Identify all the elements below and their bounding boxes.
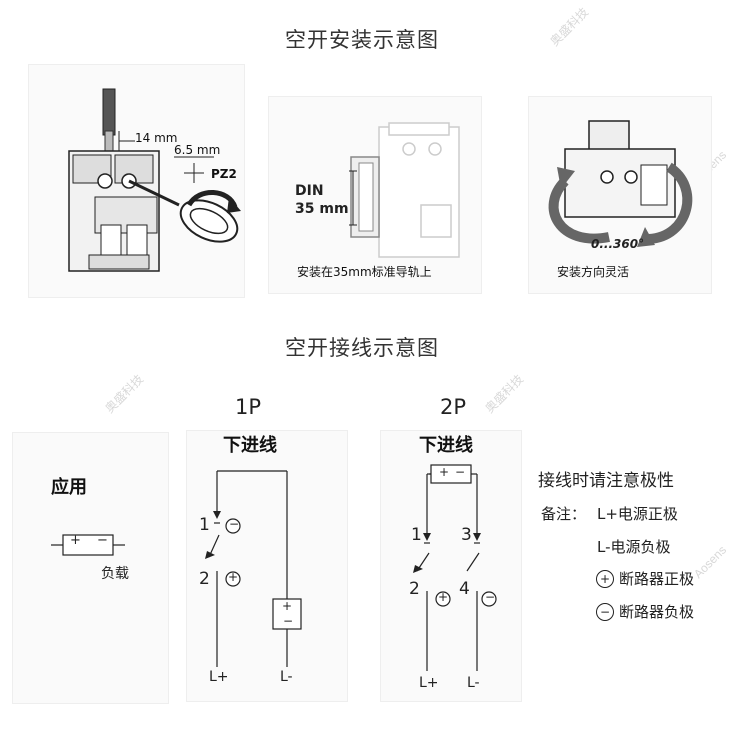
- 1p-l-minus: L-: [280, 669, 293, 685]
- 1p-circuit: [205, 470, 302, 667]
- note-minus-icon: −: [596, 603, 614, 621]
- install-panel-orientation: 0...360° 安装方向灵活: [528, 96, 712, 294]
- install-panel-screwdriver: 14 mm 6.5 mm PZ2: [28, 64, 245, 298]
- 2p-plus-sign: +: [438, 590, 449, 604]
- 2p-terminal-2: 2: [409, 579, 420, 599]
- din-label: DIN: [295, 183, 324, 199]
- breaker-din-rail-illustration: [349, 122, 460, 258]
- 2p-terminal-1: 1: [411, 525, 422, 545]
- 2p-source-minus: −: [455, 465, 466, 479]
- 1p-terminal-2: 2: [199, 569, 210, 589]
- pole-1p-label: 1P: [235, 395, 262, 419]
- rotation-illustration: [548, 120, 693, 247]
- note-minus-sign: −: [599, 605, 611, 619]
- application-label: 应用: [51, 477, 87, 498]
- load-symbol: [51, 534, 125, 556]
- screwdriver-type: PZ2: [211, 167, 237, 181]
- wiring-2p-panel: 下进线 + − 1 3 2 4 + − L+ L-: [380, 430, 522, 702]
- note-l-minus: L-电源负极: [597, 538, 671, 556]
- load-plus: +: [70, 533, 81, 548]
- 2p-entry-label: 下进线: [419, 435, 473, 456]
- 1p-l-plus: L+: [209, 669, 229, 685]
- watermark: Aosens: [690, 542, 730, 582]
- note-breaker-negative: 断路器负极: [619, 603, 695, 621]
- install-panel-din-rail: DIN 35 mm 安装在35mm标准导轨上: [268, 96, 482, 294]
- watermark: 奥盛科技: [547, 4, 592, 49]
- 1p-entry-label: 下进线: [223, 435, 277, 456]
- 2p-circuit: [413, 464, 497, 671]
- watermark: 奥盛科技: [482, 371, 527, 416]
- polarity-heading: 接线时请注意极性: [538, 471, 674, 491]
- remark-label: 备注：: [541, 505, 587, 523]
- wiring-title: 空开接线示意图: [285, 336, 439, 360]
- note-l-plus: L+电源正极: [597, 505, 678, 523]
- note-plus-icon: +: [596, 570, 614, 588]
- 2p-terminal-4: 4: [459, 579, 470, 599]
- wire-strip-length: 14 mm: [135, 131, 178, 145]
- 1p-terminal-1: 1: [199, 515, 210, 535]
- screw-diameter: 6.5 mm: [174, 143, 221, 157]
- 2p-l-plus: L+: [419, 675, 439, 691]
- application-panel: 应用 + − 负载: [12, 432, 169, 704]
- rotation-angle: 0...360°: [591, 237, 645, 251]
- din-rail-caption: 安装在35mm标准导轨上: [297, 265, 432, 279]
- note-breaker-positive: 断路器正极: [619, 570, 695, 588]
- watermark: 奥盛科技: [102, 371, 147, 416]
- 1p-plus-sign: +: [228, 570, 239, 584]
- 1p-load-minus: −: [283, 614, 294, 628]
- 2p-minus-sign: −: [485, 590, 496, 604]
- 2p-terminal-3: 3: [461, 525, 472, 545]
- 2p-l-minus: L-: [467, 675, 480, 691]
- wiring-1p-panel: 下进线 1 2 − + + − L+ L-: [186, 430, 348, 702]
- din-width: 35 mm: [295, 201, 349, 217]
- pole-2p-label: 2P: [440, 395, 467, 419]
- orientation-caption: 安装方向灵活: [557, 265, 630, 279]
- 2p-source-plus: +: [439, 465, 450, 479]
- 1p-load-plus: +: [282, 599, 293, 613]
- load-minus: −: [97, 533, 108, 548]
- installation-title: 空开安装示意图: [285, 28, 439, 52]
- 1p-minus-sign: −: [229, 517, 240, 531]
- breaker-screwdriver-illustration: [68, 88, 241, 272]
- load-label: 负载: [101, 566, 129, 582]
- note-plus-sign: +: [599, 572, 611, 586]
